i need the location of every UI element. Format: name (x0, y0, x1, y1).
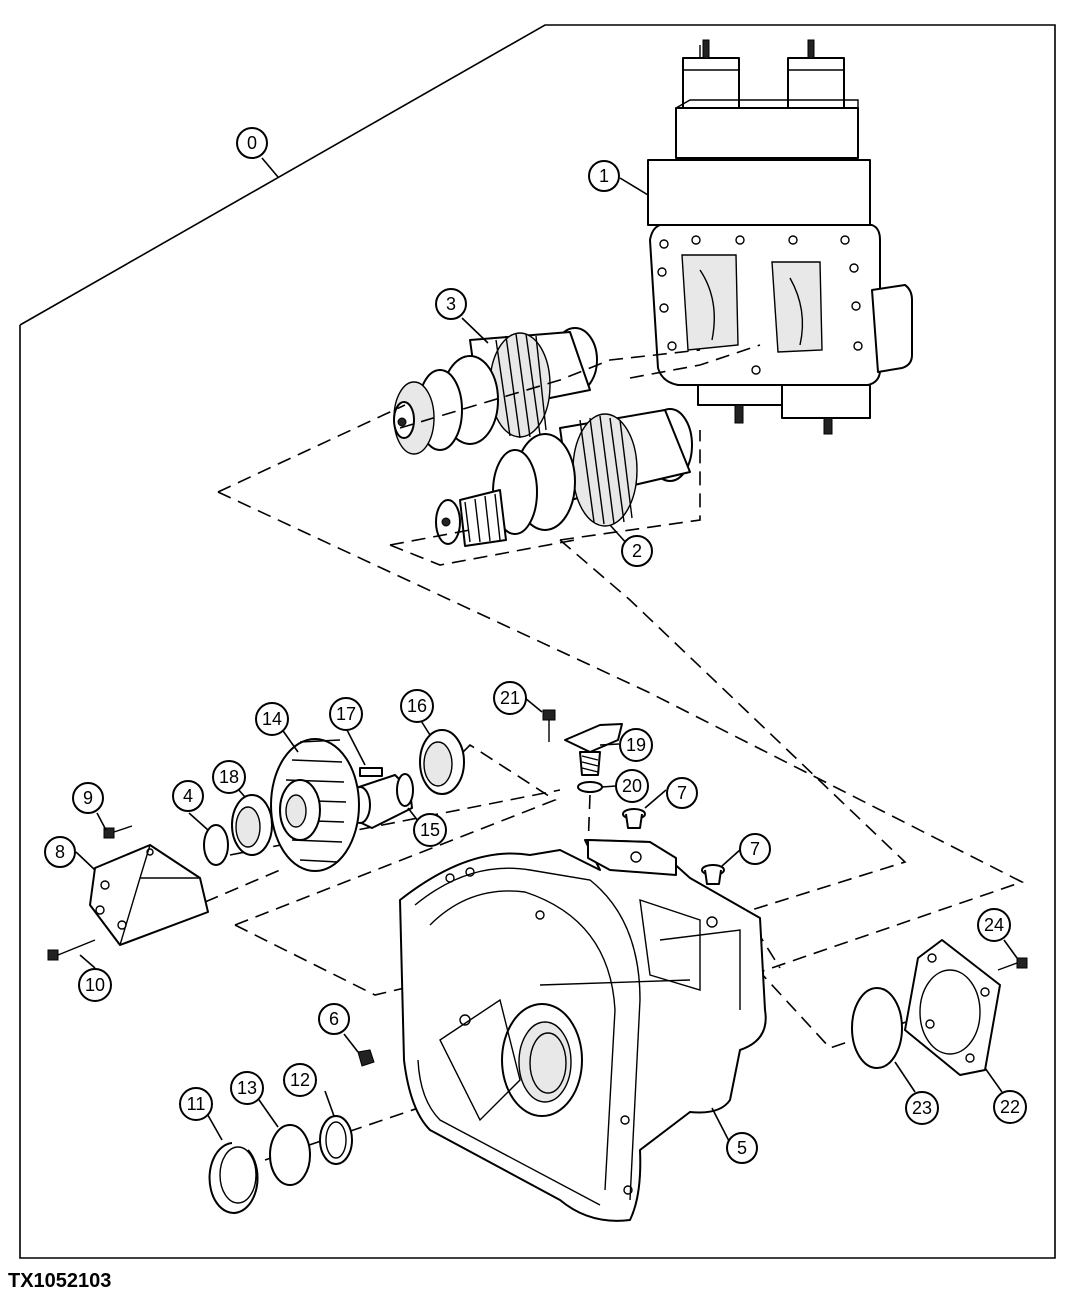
bolt-24-part (997, 957, 1028, 971)
callout-5-label: 5 (737, 1138, 747, 1158)
callout-3-label: 3 (446, 294, 456, 314)
callout-19-label: 19 (626, 735, 646, 755)
callout-7b: 7 (739, 833, 771, 865)
callout-23: 23 (905, 1091, 939, 1125)
plug-7b-part (701, 864, 725, 885)
callout-6-label: 6 (329, 1009, 339, 1029)
callout-13: 13 (230, 1071, 264, 1105)
callout-12-label: 12 (290, 1070, 310, 1090)
callout-14: 14 (255, 702, 289, 736)
callout-21: 21 (493, 681, 527, 715)
callout-24-label: 24 (984, 915, 1004, 935)
callout-15-label: 15 (420, 820, 440, 840)
callout-23-label: 23 (912, 1098, 932, 1118)
snap-ring-11-part (208, 1142, 259, 1214)
callout-20-label: 20 (622, 776, 642, 796)
callout-10: 10 (78, 968, 112, 1002)
callout-4: 4 (172, 780, 204, 812)
callout-22: 22 (993, 1090, 1027, 1124)
callout-14-label: 14 (262, 709, 282, 729)
callout-11: 11 (179, 1087, 213, 1121)
callout-7b-label: 7 (750, 839, 760, 859)
callout-21-label: 21 (500, 688, 520, 708)
upper-gear-shaft-part (393, 327, 598, 455)
callout-13-label: 13 (237, 1078, 257, 1098)
callout-5: 5 (726, 1132, 758, 1164)
callout-18: 18 (212, 760, 246, 794)
callout-15: 15 (413, 813, 447, 847)
plug-7a-part (622, 808, 646, 829)
plug-6-part (357, 1049, 375, 1067)
callout-12: 12 (283, 1063, 317, 1097)
bolt-10-part (47, 939, 96, 961)
callout-9-label: 9 (83, 788, 93, 808)
callout-18-label: 18 (219, 767, 239, 787)
callout-20: 20 (615, 769, 649, 803)
bearing-16-part (419, 729, 465, 795)
callout-24: 24 (977, 908, 1011, 942)
key-17-part (359, 767, 383, 777)
callout-9: 9 (72, 782, 104, 814)
callout-10-label: 10 (85, 975, 105, 995)
lower-gear-shaft-part (435, 408, 693, 547)
lever-19-part (564, 723, 623, 776)
callout-11-label: 11 (187, 1094, 206, 1114)
callouts: 0 1 2 3 4 5 6 7 7 8 9 10 11 12 13 14 15 … (44, 127, 1027, 1164)
seal-12-part (319, 1115, 353, 1165)
screw-21-part (542, 709, 556, 742)
bearing-18-part (231, 794, 273, 856)
callout-6: 6 (318, 1003, 350, 1035)
shim-13-part (269, 1124, 311, 1186)
valve-block-part (647, 39, 913, 435)
callout-17-label: 17 (336, 704, 356, 724)
callout-8-label: 8 (55, 842, 65, 862)
callout-4-label: 4 (183, 786, 193, 806)
callout-19: 19 (619, 728, 653, 762)
callout-2: 2 (621, 535, 653, 567)
oring-23-part (851, 987, 903, 1069)
callout-0: 0 (236, 127, 268, 159)
cover-22-part (904, 939, 1001, 1076)
callout-7a-label: 7 (677, 783, 687, 803)
bolt-9-part (103, 825, 133, 839)
callout-2-label: 2 (632, 541, 642, 561)
callout-22-label: 22 (1000, 1097, 1020, 1117)
figure-code: TX1052103 (8, 1270, 112, 1292)
callout-8: 8 (44, 836, 76, 868)
callout-1-label: 1 (599, 166, 609, 186)
main-housing-part (399, 839, 767, 1222)
callout-16-label: 16 (407, 696, 427, 716)
callout-16: 16 (400, 689, 434, 723)
callout-7a: 7 (666, 777, 698, 809)
oring-4-part (203, 824, 229, 866)
gear-14-part (270, 738, 360, 872)
oring-20-part (577, 781, 603, 793)
pump-8-part (89, 844, 209, 946)
callout-17: 17 (329, 697, 363, 731)
assembly-boundary (19, 24, 1056, 1259)
callout-1: 1 (588, 160, 620, 192)
callout-3: 3 (435, 288, 467, 320)
callout-0-label: 0 (247, 133, 257, 153)
